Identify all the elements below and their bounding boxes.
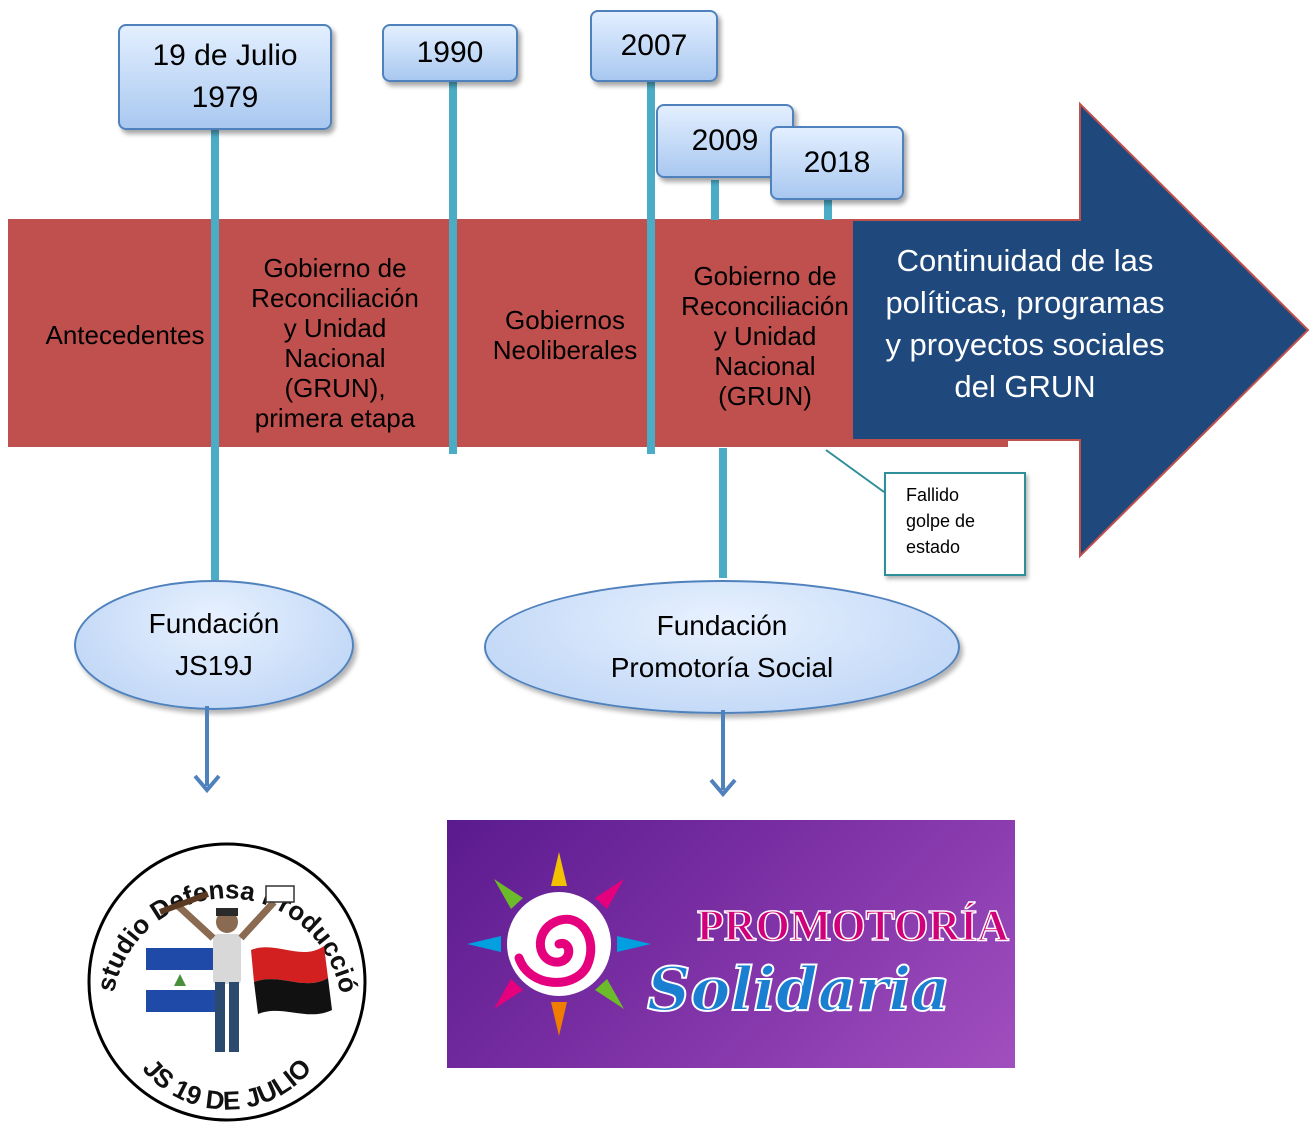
failed-coup-callout: Fallido golpe de estado xyxy=(884,472,1026,576)
promotoria-word: PROMOTORÍA xyxy=(697,901,1009,950)
line-1990 xyxy=(449,80,457,454)
segment-grun: Gobierno de Reconciliación y Unidad Naci… xyxy=(681,260,849,411)
timeline-band xyxy=(8,219,1008,447)
arrow-text: Continuidad de las políticas, programas … xyxy=(885,243,1165,404)
promotoria-logo: PROMOTORÍA Solidaria xyxy=(447,820,1015,1068)
foundation-promotoria-social: Fundación Promotoría Social xyxy=(484,580,960,714)
solidaria-word: Solidaria xyxy=(647,955,950,1025)
segment-neoliberal-governments: Gobiernos Neoliberales xyxy=(492,305,638,365)
segment-grun-first-stage: Gobierno de Reconciliación y Unidad Naci… xyxy=(251,252,419,433)
line-2007 xyxy=(647,80,655,454)
line-1979 xyxy=(211,120,219,580)
date-1979: 19 de Julio 1979 xyxy=(118,24,332,130)
foundation-js19j: Fundación JS19J xyxy=(74,580,354,710)
arrow-down-promotoria xyxy=(709,710,737,798)
date-2007: 2007 xyxy=(590,10,718,82)
date-2018: 2018 xyxy=(770,126,904,200)
arrow-down-js19j xyxy=(193,706,221,794)
segment-antecedentes: Antecedentes xyxy=(45,320,205,350)
line-2009-top xyxy=(711,180,719,220)
js19-logo: Estudio Defensa Producción JS 19 DE JULI… xyxy=(67,798,378,1124)
continuity-arrow xyxy=(851,101,1310,559)
line-2018 xyxy=(824,200,832,220)
line-2009-bottom xyxy=(719,448,727,578)
date-1990: 1990 xyxy=(382,24,518,82)
callout-leader xyxy=(825,449,885,493)
